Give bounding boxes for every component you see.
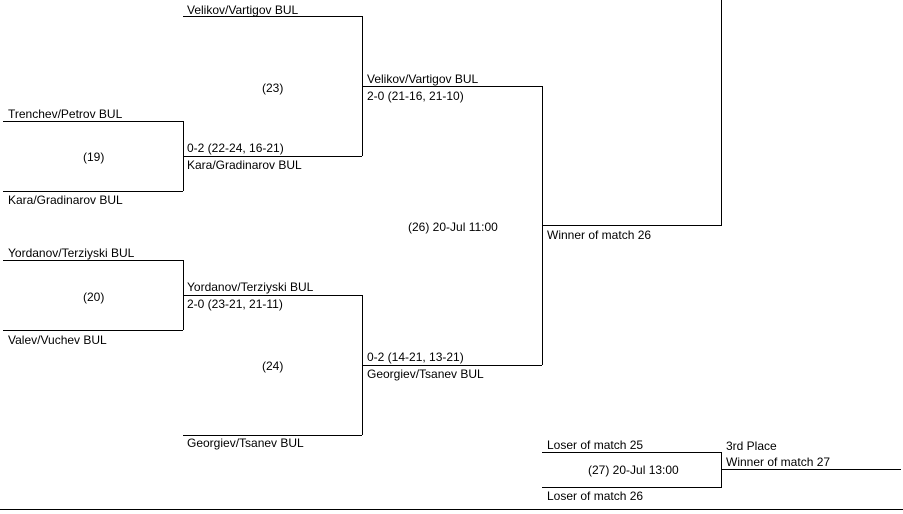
m26-label: (26) 20-Jul 11:00 xyxy=(408,220,498,234)
m27-slot2: Loser of match 26 xyxy=(547,489,644,503)
m27-label: (27) 20-Jul 13:00 xyxy=(588,463,679,477)
m27-slot1-line xyxy=(542,452,721,453)
m23-team2-result: 0-2 (22-24, 16-21) xyxy=(187,141,284,155)
m26-team1-line xyxy=(362,86,542,87)
final-winner-line xyxy=(542,225,721,226)
m20-team2: Valev/Vuchev BUL xyxy=(8,333,107,347)
m26-team2-result: 0-2 (14-21, 13-21) xyxy=(367,350,464,364)
m19-team2: Kara/Gradinarov BUL xyxy=(8,193,123,207)
m19-team1: Trenchev/Petrov BUL xyxy=(8,107,123,121)
m19-team1-line xyxy=(3,121,183,122)
m19-label: (19) xyxy=(83,150,105,164)
m23-team1: Velikov/Vartigov BUL xyxy=(187,3,299,17)
m23-label: (23) xyxy=(262,81,284,95)
m23-team1-line xyxy=(183,16,362,17)
bottom-divider xyxy=(0,509,903,510)
m24-team1-result: 2-0 (23-21, 21-11) xyxy=(187,297,283,311)
final-winner-slot: Winner of match 26 xyxy=(547,228,652,242)
final-connector xyxy=(721,0,722,226)
m24-team2: Georgiev/Tsanev BUL xyxy=(187,436,304,450)
m24-team2-line xyxy=(183,435,362,436)
m20-team1-line xyxy=(3,260,183,261)
m27-slot1: Loser of match 25 xyxy=(547,438,644,452)
m26-team2-line xyxy=(362,365,542,366)
m27-slot2-line xyxy=(542,487,721,488)
m27-winner-line xyxy=(721,469,901,470)
m20-team1: Yordanov/Terziyski BUL xyxy=(8,246,135,260)
m23-team2: Kara/Gradinarov BUL xyxy=(187,158,302,172)
m19-team2-line xyxy=(3,191,183,192)
m24-team1: Yordanov/Terziyski BUL xyxy=(187,280,314,294)
m26-team1: Velikov/Vartigov BUL xyxy=(367,72,479,86)
m23-team2-line xyxy=(183,156,362,157)
m26-team2: Georgiev/Tsanev BUL xyxy=(367,367,484,381)
third-place-title: 3rd Place xyxy=(726,439,777,453)
m26-team1-result: 2-0 (21-16, 21-10) xyxy=(367,89,464,103)
m24-team1-line xyxy=(183,295,362,296)
m20-label: (20) xyxy=(83,290,105,304)
m27-connector xyxy=(721,452,722,488)
m24-label: (24) xyxy=(262,359,284,373)
m27-winner: Winner of match 27 xyxy=(726,455,831,469)
m20-team2-line xyxy=(3,330,183,331)
